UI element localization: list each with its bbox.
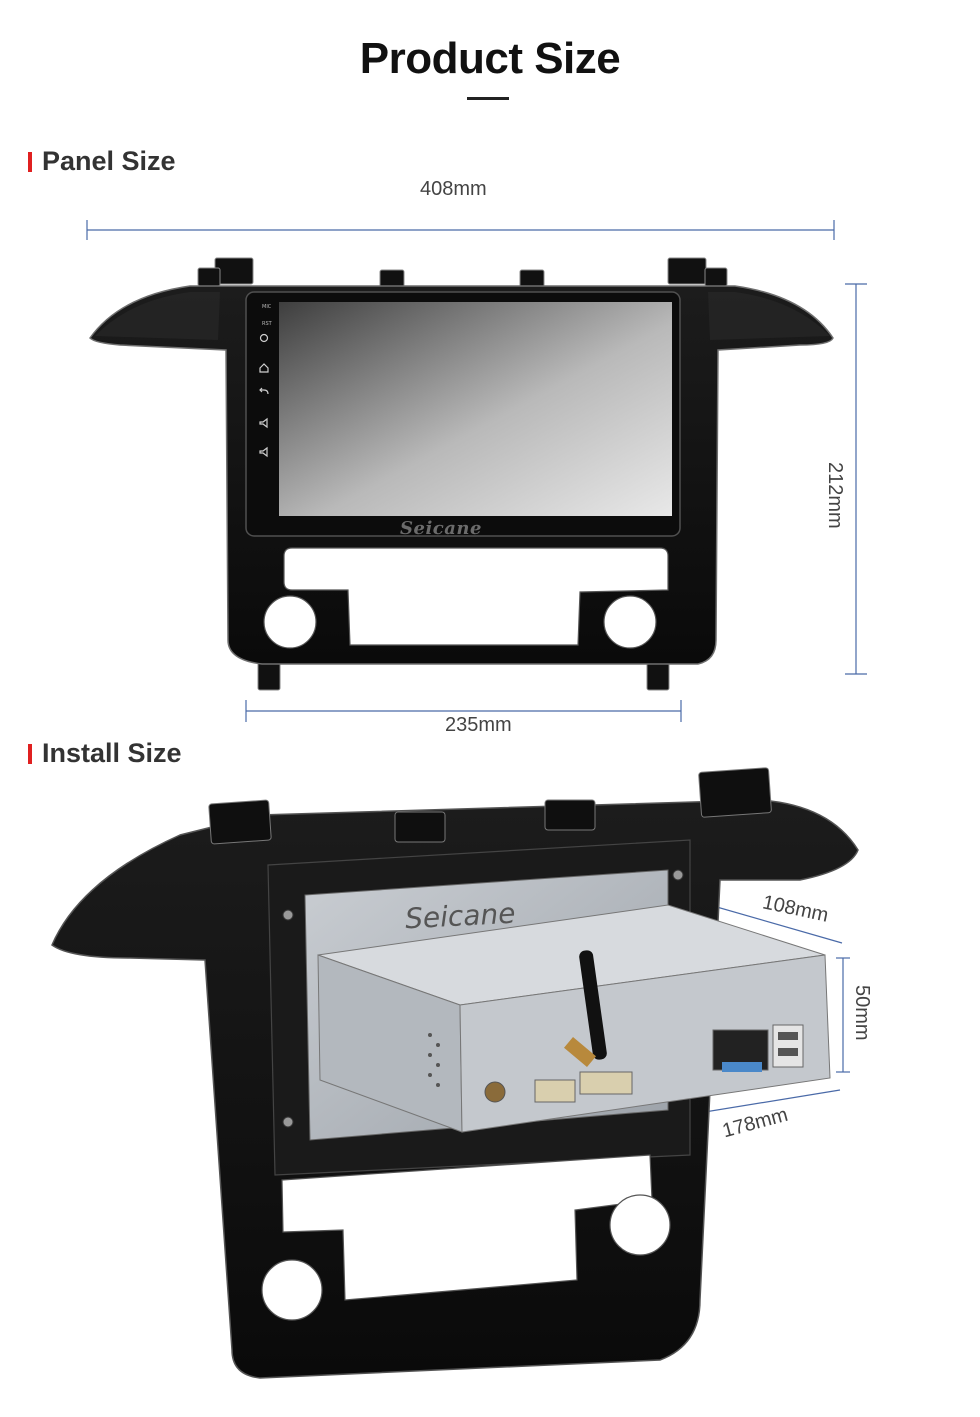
install-left-knob-hole [261,1259,323,1321]
section-marker [28,151,32,172]
panel-width-label: 408mm [420,178,487,200]
rear-connectors [484,1024,804,1103]
panel-inner-width-label: 235mm [445,714,512,736]
title-underline [467,97,509,100]
panel-size-heading: Panel Size [28,146,176,177]
screws [282,869,684,1128]
panel-dimension-lines [86,220,867,722]
screen-logo: Seicane [400,518,482,539]
panel-size-label: Panel Size [42,146,176,176]
mic-label: MIC [262,304,272,310]
install-right-knob-hole [609,1194,671,1256]
back-icon [259,387,269,395]
vent-holes [428,1033,440,1087]
volume-down-icon [259,446,268,458]
install-size-label: Install Size [42,738,182,768]
install-size-heading: Install Size [28,738,182,769]
screen [279,302,672,516]
power-icon [259,333,269,343]
antenna [564,950,607,1068]
left-knob-hole [263,595,317,649]
home-icon [259,363,269,373]
rst-label: RST [262,321,273,327]
climate-cutout [283,547,669,646]
section-marker [28,743,32,764]
install-climate-cutout [281,1154,653,1301]
page-title: Product Size [359,34,621,83]
volume-up-icon [259,417,268,429]
panel-mounting-tabs [197,257,728,691]
right-knob-hole [603,595,657,649]
install-mounting-tabs [208,767,772,845]
side-button-icons [259,333,269,458]
side-buttons: MIC RST [262,304,273,327]
